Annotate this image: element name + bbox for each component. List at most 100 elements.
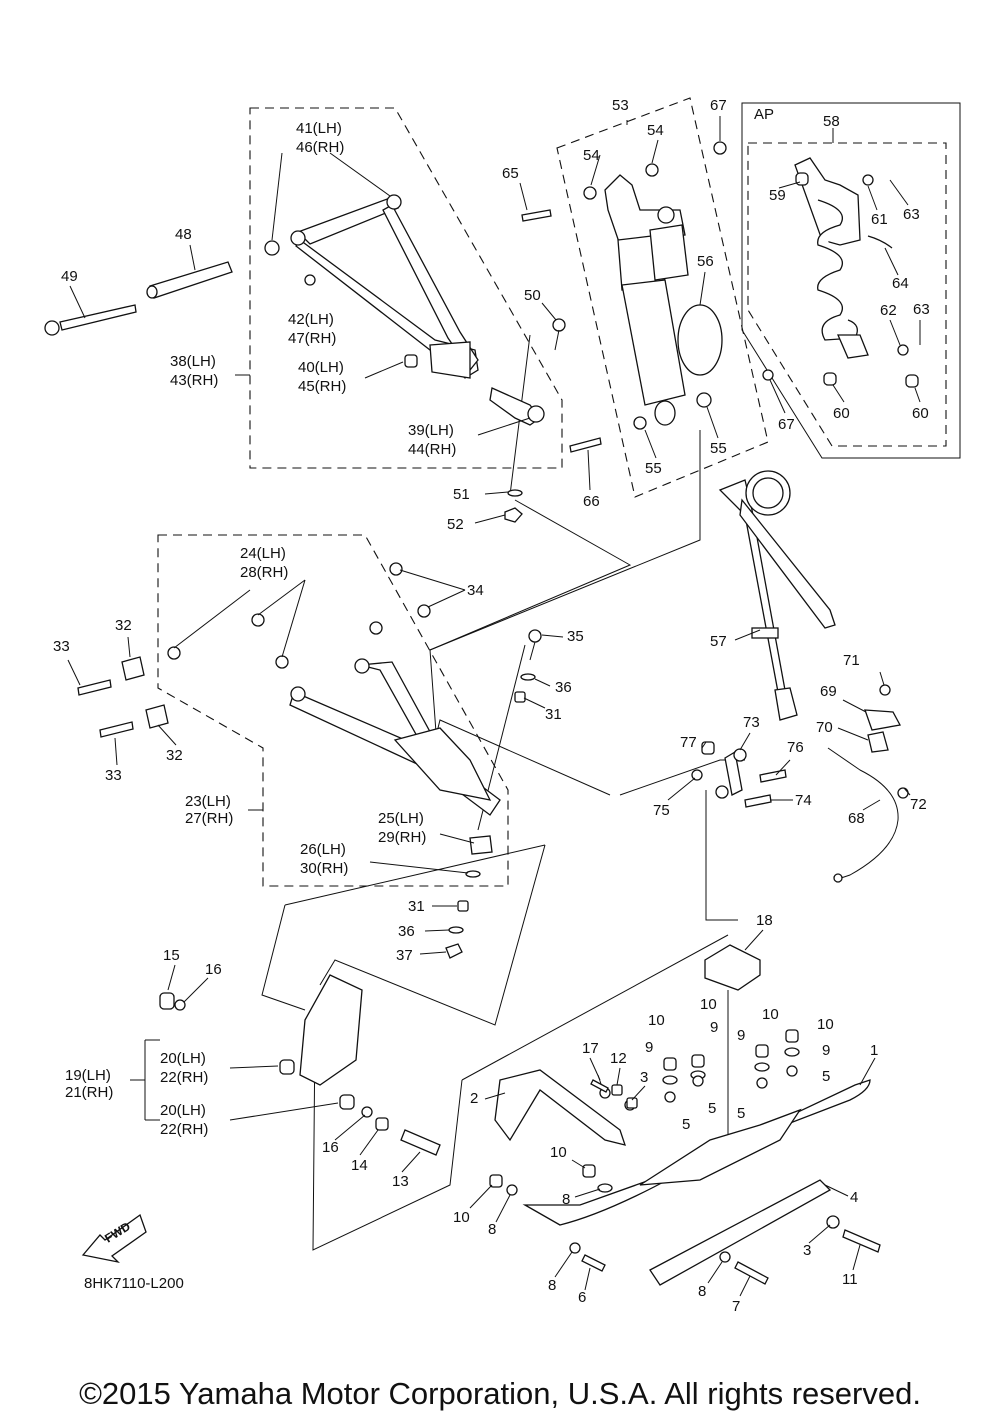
- callout-10: 10: [453, 1209, 470, 1226]
- callout-74: 74: [795, 792, 812, 809]
- callout-9: 9: [645, 1039, 653, 1056]
- callout-7: 7: [732, 1298, 740, 1315]
- callout-32: 32: [115, 617, 132, 634]
- callout-9: 9: [822, 1042, 830, 1059]
- callout-25: 25(LH): [378, 810, 424, 827]
- ski-wear-bumper: [704, 944, 761, 991]
- callout-75: 75: [653, 802, 670, 819]
- callout-58: 58: [823, 113, 840, 130]
- callout-16: 16: [205, 961, 222, 978]
- callout-8: 8: [562, 1191, 570, 1208]
- callout-17: 17: [582, 1040, 599, 1057]
- callout-72: 72: [910, 796, 927, 813]
- callout-1: 1: [870, 1042, 878, 1059]
- ski-hardware: [489, 1029, 881, 1285]
- lower-a-arm: [77, 562, 501, 878]
- callout-22: 22(RH): [160, 1121, 208, 1138]
- lower-hardware: [445, 629, 542, 959]
- callout-55: 55: [645, 460, 662, 477]
- callout-leaders: [67, 116, 921, 1297]
- diagram-code: 8HK7110-L200: [84, 1275, 184, 1292]
- callout-41: 41(LH): [296, 120, 342, 137]
- callout-53: 53: [612, 97, 629, 114]
- lower-arm-group-box: [157, 534, 509, 887]
- callout-11: 11: [842, 1271, 858, 1288]
- callout-20: 20(LH): [160, 1102, 206, 1119]
- callout-59: 59: [769, 187, 786, 204]
- upper-a-arm: [264, 194, 479, 379]
- callout-68: 68: [848, 810, 865, 827]
- connection-lines: [261, 334, 745, 1251]
- upper-arm-group-box: [249, 107, 563, 469]
- callout-64: 64: [892, 275, 909, 292]
- callout-33: 33: [105, 767, 122, 784]
- coil-over-shock-ap: [794, 157, 919, 388]
- callout-61: 61: [871, 211, 888, 228]
- callout-15: 15: [163, 947, 180, 964]
- callout-66: 66: [583, 493, 600, 510]
- callout-5: 5: [737, 1105, 745, 1122]
- ap-shock-box: [747, 142, 947, 447]
- callout-31: 31: [545, 706, 562, 723]
- callout-76: 76: [787, 739, 804, 756]
- callout-36: 36: [398, 923, 415, 940]
- callout-8: 8: [698, 1283, 706, 1300]
- callout-23: 23(LH): [185, 793, 231, 810]
- callout-34: 34: [467, 582, 484, 599]
- callout-43: 43(RH): [170, 372, 218, 389]
- callout-49: 49: [61, 268, 78, 285]
- callout-13: 13: [392, 1173, 409, 1190]
- callout-60: 60: [833, 405, 850, 422]
- callout-67: 67: [778, 416, 795, 433]
- callout-27: 27(RH): [185, 810, 233, 827]
- fwd-arrow-icon: FWD: [81, 1213, 147, 1264]
- small-hardware-upper: [304, 274, 566, 523]
- callout-10: 10: [550, 1144, 567, 1161]
- callout-19: 19(LH): [65, 1067, 111, 1084]
- steering-linkage: [691, 684, 909, 883]
- callout-5: 5: [682, 1116, 690, 1133]
- callout-56: 56: [697, 253, 714, 270]
- callout-6: 6: [578, 1289, 586, 1306]
- callout-10: 10: [762, 1006, 779, 1023]
- callout-52: 52: [447, 516, 464, 533]
- callout-44: 44(RH): [408, 441, 456, 458]
- callout-48: 48: [175, 226, 192, 243]
- spindle-bracket: [159, 974, 441, 1156]
- callout-42: 42(LH): [288, 311, 334, 328]
- callout-77: 77: [680, 734, 697, 751]
- callout-65: 65: [502, 165, 519, 182]
- callout-16: 16: [322, 1139, 339, 1156]
- callout-69: 69: [820, 683, 837, 700]
- callout-5: 5: [708, 1100, 716, 1117]
- callout-45: 45(RH): [298, 378, 346, 395]
- ap-label: AP: [754, 106, 774, 123]
- callout-30: 30(RH): [300, 860, 348, 877]
- callout-55: 55: [710, 440, 727, 457]
- ski: [494, 1069, 871, 1286]
- callout-12: 12: [610, 1050, 627, 1067]
- callout-60: 60: [912, 405, 929, 422]
- callout-18: 18: [756, 912, 773, 929]
- callout-28: 28(RH): [240, 564, 288, 581]
- callout-22: 22(RH): [160, 1069, 208, 1086]
- callout-54: 54: [647, 122, 664, 139]
- callout-47: 47(RH): [288, 330, 336, 347]
- callout-9: 9: [710, 1019, 718, 1036]
- callout-54: 54: [583, 147, 600, 164]
- callout-38: 38(LH): [170, 353, 216, 370]
- callout-63: 63: [913, 301, 930, 318]
- steering-spindle: [718, 470, 836, 721]
- callout-24: 24(LH): [240, 545, 286, 562]
- callout-3: 3: [803, 1242, 811, 1259]
- shock-group-box: [556, 97, 769, 498]
- part-callouts: AP 1 2 3 3 4 5 5 5 5 6 7 8 8 8 8 9 9 9 9…: [53, 97, 930, 1315]
- tie-bolt-and-collar: [44, 261, 233, 336]
- callout-33: 33: [53, 638, 70, 655]
- upper-ball-joint: [489, 387, 545, 426]
- copyright-notice: ©2015 Yamaha Motor Corporation, U.S.A. A…: [79, 1376, 921, 1411]
- callout-10: 10: [700, 996, 717, 1013]
- callout-46: 46(RH): [296, 139, 344, 156]
- callout-39: 39(LH): [408, 422, 454, 439]
